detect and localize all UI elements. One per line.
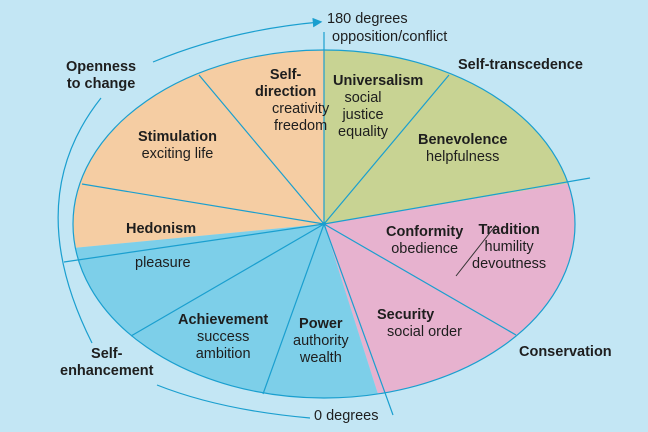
arc-bottom bbox=[156, 384, 311, 419]
value-benevolence: Benevolence helpfulness bbox=[418, 132, 508, 165]
value-hedonism-name: Hedonism bbox=[126, 221, 197, 237]
group-self-enhancement: Self-enhancement bbox=[60, 346, 154, 379]
arc-top-arrow bbox=[152, 17, 323, 63]
group-self-transcendence: Self-transcedence bbox=[458, 57, 583, 73]
center-point bbox=[322, 222, 326, 226]
value-universalism: Universalism social justice equality bbox=[333, 73, 424, 140]
divider-line bbox=[323, 74, 450, 225]
value-security: Security social order bbox=[377, 307, 462, 340]
value-conformity: Conformity obedience bbox=[386, 224, 464, 257]
divider-line bbox=[130, 223, 325, 337]
divider-line bbox=[198, 74, 325, 225]
divider-line bbox=[262, 223, 325, 395]
arc-left bbox=[57, 97, 102, 344]
value-power: Power authority wealth bbox=[293, 316, 349, 366]
divider-line bbox=[81, 183, 325, 225]
value-tradition: Tradition humility devoutness bbox=[472, 222, 547, 272]
value-achievement: Achievement success ambition bbox=[178, 312, 269, 362]
annotation-0: 0 degrees bbox=[314, 408, 379, 424]
value-hedonism-desc: pleasure bbox=[135, 255, 191, 271]
divider-line bbox=[63, 223, 325, 263]
divider-line bbox=[323, 223, 394, 416]
value-stimulation: Stimulation exciting life bbox=[138, 129, 217, 162]
value-self-direction: Self- direction creativity freedom bbox=[254, 67, 330, 134]
annotation-180: 180 degrees bbox=[327, 11, 408, 27]
group-conservation: Conservation bbox=[519, 344, 612, 360]
divider-line bbox=[323, 223, 517, 336]
conformity-tradition-divider bbox=[455, 224, 497, 277]
annotation-opposition: opposition/conflict bbox=[332, 29, 448, 45]
divider-line bbox=[323, 177, 591, 225]
